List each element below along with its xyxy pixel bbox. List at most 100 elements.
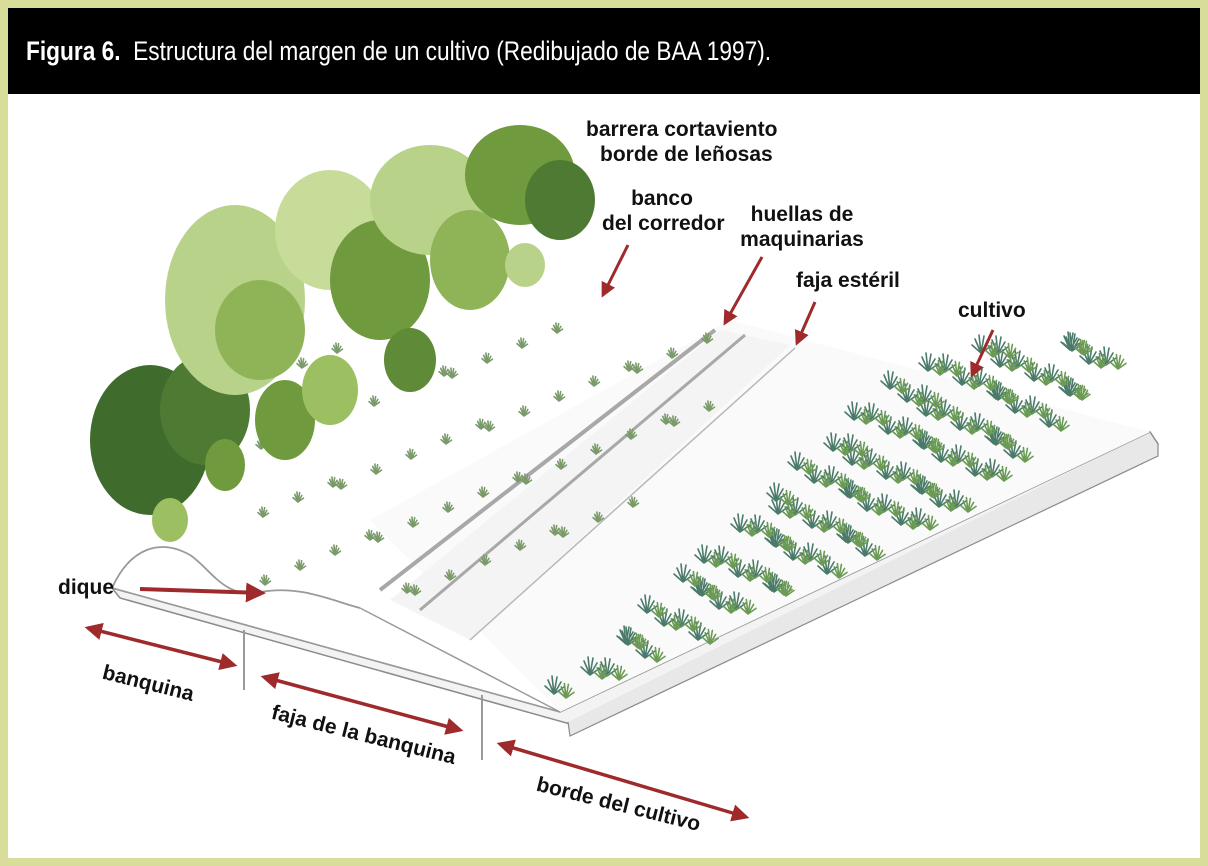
crop-tuft <box>651 601 668 618</box>
crop-tuft <box>981 419 998 436</box>
crop-tuft <box>740 598 757 615</box>
crop-tuft <box>854 440 871 457</box>
crop-tuft <box>1053 415 1070 432</box>
weed-tuft <box>294 559 307 571</box>
weed-tuft <box>625 428 638 440</box>
crop-tuft <box>1074 338 1091 355</box>
crop-tuft <box>966 373 983 390</box>
crop-tuft <box>802 509 823 529</box>
crop-tuft <box>728 558 749 578</box>
crop-tuft <box>1055 370 1072 387</box>
weed-tuft <box>551 322 564 334</box>
figure-caption: Estructura del margen de un cultivo (Red… <box>133 36 772 66</box>
crop-tuft <box>916 397 937 417</box>
crop-tuft <box>1110 353 1127 370</box>
weed-tuft <box>666 347 679 359</box>
figure-number: Figura 6. <box>26 36 121 66</box>
weed-tuft <box>335 478 348 490</box>
weed-tuft <box>477 486 490 498</box>
crop-tuft <box>931 443 952 463</box>
arrow-banquina <box>84 622 238 671</box>
crop-tuft <box>856 453 873 470</box>
figure-title-bar: Figura 6. Estructura del margen de un cu… <box>8 8 1200 94</box>
crop-tuft <box>630 632 647 649</box>
crop-tuft <box>1038 369 1055 386</box>
crop-tuft <box>725 552 742 569</box>
crop-tuft <box>1024 362 1045 382</box>
label-cultivo: cultivo <box>958 299 1026 322</box>
crop-tuft <box>759 566 776 583</box>
label-borde-lenosas: borde de leñosas <box>600 143 773 166</box>
weed-tuft <box>590 443 603 455</box>
weed-tuft <box>483 420 496 432</box>
crop-tuft <box>949 360 966 377</box>
crop-tuft <box>965 457 986 477</box>
weed-tuft <box>368 395 381 407</box>
arrow-banco <box>601 244 630 298</box>
crop-tuft <box>649 646 666 663</box>
crop-tuft <box>635 639 656 659</box>
crop-tuft <box>996 465 1013 482</box>
label-huellas: huellas de <box>750 203 854 226</box>
crop-tuft <box>910 474 931 494</box>
crop-tuft <box>723 597 740 614</box>
label-maquinarias: maquinarias <box>740 228 864 251</box>
crop-tuft <box>709 590 730 610</box>
crop-tuft <box>694 544 715 564</box>
crop-tuft <box>909 423 926 440</box>
crop-tuft <box>799 503 816 520</box>
crop-tuft <box>787 451 808 471</box>
crop-tuft <box>1072 383 1089 400</box>
crop-tuft <box>947 405 964 422</box>
label-huellas-maquinarias: huellas de maquinarias <box>738 202 866 252</box>
crop-tuft <box>990 348 1011 368</box>
dike-outline <box>111 546 361 609</box>
crop-tuft <box>907 468 924 485</box>
crop-tuft <box>594 663 611 680</box>
weed-tuft <box>446 367 459 379</box>
crop-tuft <box>814 549 831 566</box>
weed-tuft <box>296 357 309 369</box>
crop-tuft <box>654 607 675 627</box>
weed-tuft <box>518 405 531 417</box>
crop-tuft <box>778 534 795 551</box>
crop-tuft <box>873 454 890 471</box>
crop-tuft <box>911 390 928 407</box>
weed-tuft <box>440 433 453 445</box>
crop-tuft <box>708 551 725 568</box>
figure-title: Figura 6. Estructura del margen de un cu… <box>26 36 771 67</box>
crop-tuft <box>875 409 892 426</box>
crop-tuft <box>704 583 721 600</box>
field-edge-line <box>359 607 561 713</box>
weed-tuft <box>516 337 529 349</box>
crop-tuft <box>688 621 709 641</box>
crop-tuft <box>761 521 778 538</box>
crop-tuft <box>1058 376 1079 396</box>
weed-tuft <box>292 491 305 503</box>
weed-tuft <box>520 473 533 485</box>
crop-tuft <box>880 370 901 390</box>
windbreak-trees <box>90 125 595 542</box>
crop-tuft <box>797 548 814 565</box>
weed-tuft <box>660 413 673 425</box>
weed-tuft <box>555 458 568 470</box>
weed-tuft <box>442 501 455 513</box>
crop-tuft <box>930 404 947 421</box>
crop-tuft <box>804 464 825 484</box>
crop-tuft <box>924 481 941 498</box>
crop-tuft <box>1093 352 1110 369</box>
crop-tuft <box>673 563 694 583</box>
crop-tuft <box>962 451 979 468</box>
crop-tuft <box>1021 356 1038 373</box>
arrow-faja-banquina <box>260 672 464 735</box>
weed-tuft <box>372 531 385 543</box>
crop-tuft <box>762 572 783 592</box>
crop-tuft <box>871 499 888 516</box>
crop-tuft <box>1003 439 1024 459</box>
weed-tuft <box>405 448 418 460</box>
crop-tuft <box>892 422 909 439</box>
crop-tuft <box>768 495 789 515</box>
crop-tuft <box>998 432 1015 449</box>
crop-tuft <box>744 520 761 537</box>
weed-tuft <box>364 529 377 541</box>
